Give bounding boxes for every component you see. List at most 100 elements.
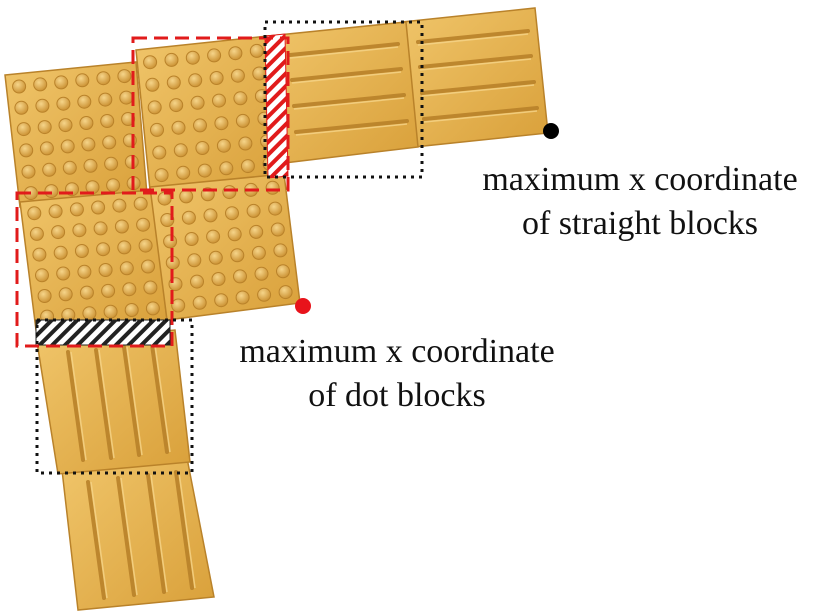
truncated-dome bbox=[106, 178, 121, 193]
dot-max-marker bbox=[295, 298, 311, 314]
truncated-dome bbox=[219, 161, 234, 176]
truncated-dome bbox=[222, 185, 237, 200]
truncated-dome bbox=[93, 221, 108, 236]
truncated-dome bbox=[230, 68, 245, 83]
truncated-dome bbox=[96, 242, 111, 257]
truncated-dome bbox=[208, 250, 223, 265]
truncated-dome bbox=[117, 240, 132, 255]
truncated-dome bbox=[56, 266, 71, 281]
truncated-dome-grid bbox=[12, 43, 293, 324]
truncated-dome bbox=[230, 248, 245, 263]
truncated-dome bbox=[227, 227, 242, 242]
truncated-dome bbox=[37, 120, 52, 135]
truncated-dome bbox=[101, 283, 116, 298]
truncated-dome bbox=[145, 77, 160, 92]
truncated-dome bbox=[278, 285, 293, 300]
black-hatched-strip bbox=[35, 319, 171, 346]
truncated-dome bbox=[246, 203, 261, 218]
vertical-bars bbox=[66, 343, 194, 600]
truncated-dome bbox=[103, 304, 118, 319]
truncated-dome bbox=[214, 293, 229, 308]
vertical-straight-blocks bbox=[36, 329, 215, 611]
truncated-dome bbox=[56, 96, 71, 111]
truncated-dome bbox=[124, 303, 139, 317]
truncated-dome bbox=[29, 226, 44, 241]
truncated-dome bbox=[166, 75, 181, 90]
truncated-dome bbox=[214, 116, 229, 131]
truncated-dome bbox=[254, 266, 269, 281]
truncated-dome bbox=[190, 274, 204, 289]
truncated-dome bbox=[235, 113, 250, 128]
truncated-dome bbox=[211, 272, 226, 286]
truncated-dome bbox=[136, 217, 151, 232]
truncated-dome bbox=[96, 71, 111, 86]
truncated-dome bbox=[188, 73, 203, 88]
truncated-dome bbox=[42, 162, 57, 177]
straight-max-marker bbox=[543, 123, 559, 139]
truncated-dome bbox=[225, 206, 239, 221]
truncated-dome bbox=[104, 156, 119, 171]
truncated-dome bbox=[114, 219, 129, 234]
truncated-dome bbox=[100, 114, 115, 128]
truncated-dome bbox=[240, 159, 255, 174]
dot-max-label-line1: maximum x coordinate bbox=[239, 333, 554, 370]
truncated-dome bbox=[53, 245, 68, 260]
truncated-dome bbox=[147, 100, 162, 115]
truncated-dome bbox=[276, 264, 290, 279]
dot-max-label-line2: of dot blocks bbox=[308, 377, 486, 414]
red-hatched-strip bbox=[264, 33, 289, 179]
truncated-dome bbox=[181, 210, 196, 225]
truncated-dome bbox=[257, 287, 272, 302]
straight-max-label-line2: of straight blocks bbox=[522, 205, 758, 242]
truncated-dome bbox=[209, 71, 224, 85]
truncated-dome bbox=[176, 165, 191, 180]
truncated-dome bbox=[19, 143, 34, 158]
truncated-dome bbox=[195, 141, 210, 155]
truncated-dome bbox=[74, 244, 89, 258]
truncated-dome bbox=[112, 198, 127, 213]
straight-tile-right bbox=[401, 7, 549, 148]
truncated-dome bbox=[193, 118, 207, 133]
truncated-dome bbox=[77, 94, 92, 109]
truncated-dome bbox=[190, 95, 205, 110]
truncated-dome bbox=[212, 93, 226, 108]
truncated-dome bbox=[122, 282, 137, 297]
truncated-dome bbox=[98, 263, 113, 277]
truncated-dome bbox=[121, 112, 136, 126]
truncated-dome bbox=[179, 189, 194, 204]
truncated-dome bbox=[251, 245, 266, 260]
truncated-dome bbox=[265, 180, 280, 195]
truncated-dome bbox=[192, 295, 207, 310]
truncated-dome bbox=[14, 100, 29, 115]
truncated-dome bbox=[164, 52, 179, 67]
truncated-dome bbox=[39, 141, 54, 156]
truncated-dome bbox=[270, 222, 285, 237]
truncated-dome bbox=[145, 301, 160, 316]
truncated-dome bbox=[58, 118, 73, 133]
truncated-dome bbox=[268, 201, 283, 216]
truncated-dome bbox=[163, 234, 178, 249]
truncated-dome bbox=[69, 202, 84, 217]
truncated-dome bbox=[152, 145, 167, 160]
red-dashed-box-upper bbox=[131, 36, 290, 192]
truncated-dome bbox=[187, 253, 202, 268]
truncated-dome bbox=[249, 43, 264, 58]
truncated-dome bbox=[119, 261, 134, 276]
truncated-dome bbox=[206, 229, 221, 244]
truncated-dome bbox=[33, 77, 48, 92]
horizontal-bars bbox=[288, 29, 539, 134]
truncated-dome bbox=[119, 90, 134, 105]
truncated-dome bbox=[102, 135, 117, 150]
black-dotted-box-upper bbox=[263, 20, 424, 179]
black-dotted-box-lower bbox=[35, 318, 194, 475]
dot-blocks bbox=[4, 35, 301, 331]
truncated-dome bbox=[16, 122, 31, 137]
truncated-dome bbox=[48, 204, 63, 219]
truncated-dome bbox=[72, 223, 87, 238]
truncated-dome bbox=[228, 46, 243, 61]
truncated-dome bbox=[141, 259, 155, 274]
truncated-dome bbox=[133, 196, 148, 211]
truncated-dome bbox=[44, 184, 59, 199]
truncated-dome bbox=[117, 69, 132, 84]
truncated-dome bbox=[75, 73, 90, 88]
